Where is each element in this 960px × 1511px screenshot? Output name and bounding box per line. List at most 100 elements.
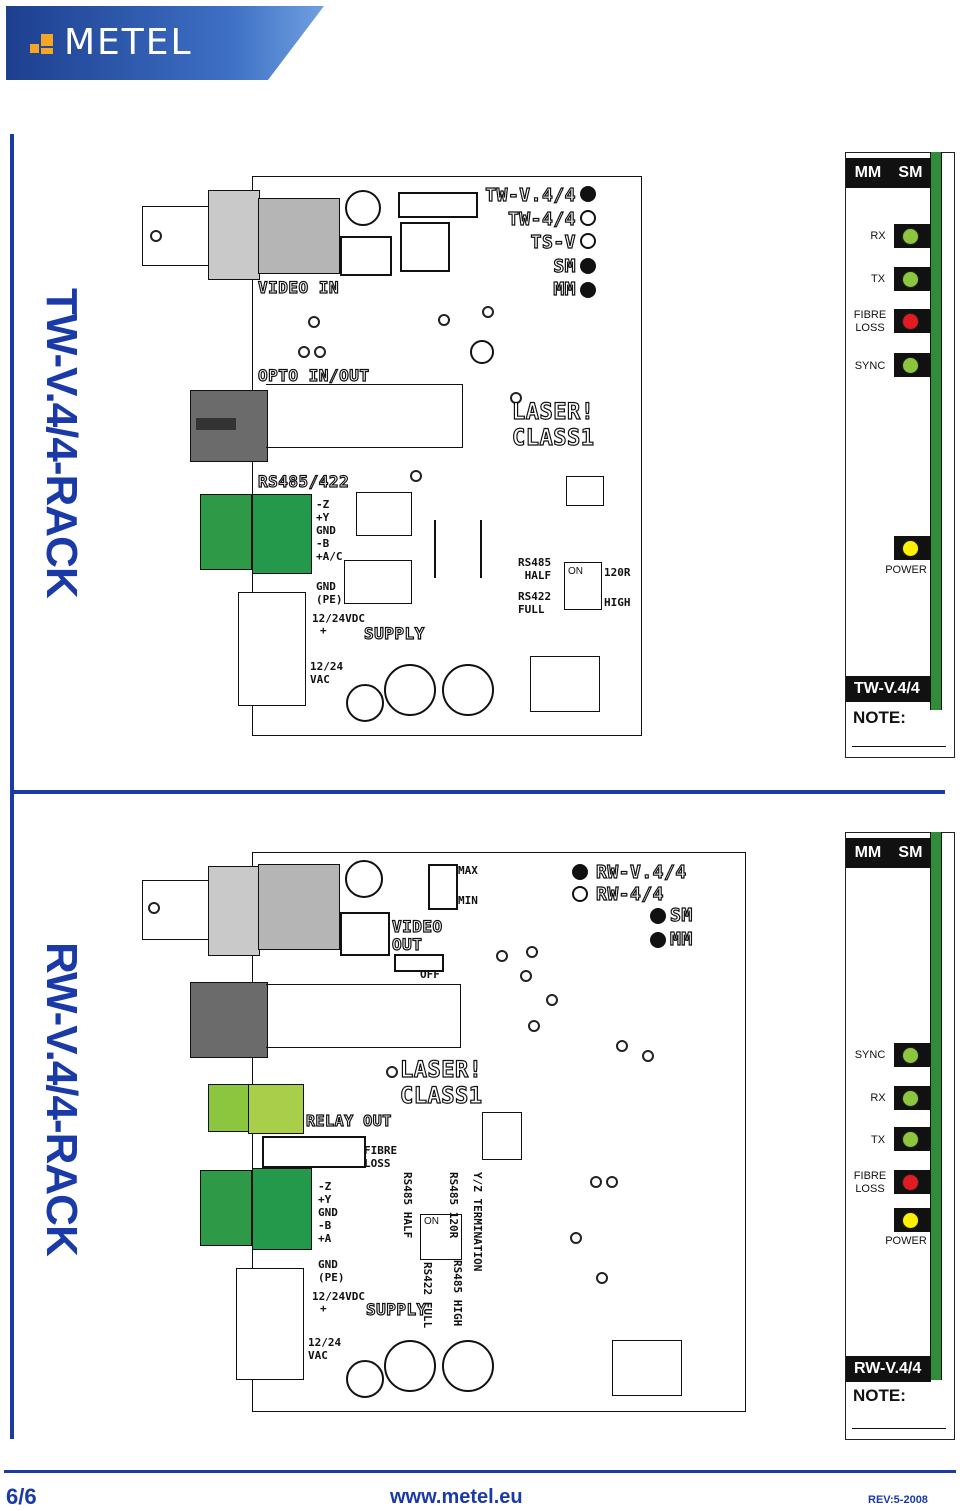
bottom-led-tx: [894, 1127, 930, 1151]
bottom-max: MAX: [458, 864, 478, 877]
variant-label: TS-V: [530, 231, 576, 253]
bottom-min: MIN: [458, 894, 478, 907]
bottom-dip-switch: [420, 1214, 462, 1260]
bottom-variants-smm: SM MM: [669, 904, 693, 952]
pin-label: +Y: [316, 511, 330, 524]
gnd-label: GND: [318, 1258, 338, 1271]
bottom-on: ON: [424, 1216, 439, 1227]
variant-label: RW-4/4: [595, 883, 665, 905]
bottom-plus: +: [320, 1302, 327, 1315]
top-gnd-pe: GND (PE): [316, 580, 343, 606]
top-dot-2: [580, 210, 596, 226]
bottom-panel-green-bar: [930, 832, 942, 1380]
top-capacitor-2: [442, 664, 494, 716]
footer-url[interactable]: www.metel.eu: [390, 1486, 523, 1508]
bottom-capacitor-2: [442, 1340, 494, 1392]
bottom-bnc-shell: [258, 864, 340, 950]
fibre-label: FIBRE: [364, 1144, 398, 1157]
bottom-relay-coil: [262, 1136, 366, 1168]
bottom-rs422-full: RS422 FULL: [421, 1262, 434, 1328]
bottom-dot-3: [650, 908, 666, 924]
bottom-relay-out: RELAY OUT: [305, 1111, 392, 1130]
gnd-label: GND: [316, 580, 336, 593]
section-divider: [10, 790, 945, 794]
footer-page: 6/6: [6, 1484, 37, 1509]
led-indicator: [902, 271, 919, 288]
top-header-strip: [398, 192, 478, 218]
top-bnc-shell: [258, 198, 340, 274]
top-big-circle: [345, 190, 381, 226]
bottom-relay-terminal-body: [248, 1084, 304, 1134]
top-relay2: [400, 222, 450, 272]
bottom-jumper: [394, 954, 444, 972]
top-trimmer-box: [530, 656, 600, 712]
pin-label: +A/C: [316, 550, 343, 563]
top-capacitor-1: [384, 664, 436, 716]
footer-rev: REV:5-2008: [868, 1494, 928, 1506]
bottom-hole-3: [526, 946, 538, 958]
high-label: HIGH: [451, 1299, 464, 1327]
out-label: OUT: [391, 935, 423, 954]
top-dip-switch: [564, 562, 602, 610]
top-dot-5: [580, 282, 596, 298]
bottom-hole-7: [616, 1040, 628, 1052]
bottom-dot-2: [572, 886, 588, 902]
top-ic-2: [344, 560, 412, 604]
bottom-pot: [428, 864, 458, 910]
bottom-capacitor-1: [384, 1340, 436, 1392]
top-bnc-body: [208, 190, 260, 280]
top-rs485-terminal-body: [252, 494, 312, 574]
mm-label: MM: [854, 844, 882, 861]
bottom-dot-4: [650, 932, 666, 948]
variant-label: MM: [669, 928, 693, 950]
pin-label: +Y: [318, 1193, 332, 1206]
top-hole-2: [298, 346, 310, 358]
footer-rule: [4, 1470, 956, 1473]
bottom-fibre-loss: FIBRE LOSS: [364, 1144, 397, 1170]
led-indicator: [902, 357, 919, 374]
bottom-trimmer-box: [612, 1340, 682, 1396]
bottom-rs485-terminal-body: [252, 1168, 312, 1250]
top-led-rx-label: RX: [870, 230, 886, 242]
top-opto-pin: [196, 418, 236, 430]
bottom-gnd-pe: GND (PE): [318, 1258, 345, 1284]
top-hole-1: [308, 316, 320, 328]
logo-text: METEL: [64, 22, 193, 63]
top-hole-6: [510, 392, 522, 404]
bottom-led-power-label: POWER: [885, 1235, 927, 1247]
variant-label: MM: [553, 278, 576, 300]
led-indicator: [902, 1090, 919, 1107]
laser-label: LASER!: [399, 1057, 483, 1083]
bottom-hole-2: [496, 950, 508, 962]
top-hole-3: [314, 346, 326, 358]
top-led-tx-label: TX: [870, 273, 886, 285]
bottom-led-rx: [894, 1086, 930, 1110]
bottom-supply: SUPPLY: [365, 1299, 427, 1319]
top-section-left-border: [10, 134, 14, 794]
pe-label: (PE): [316, 593, 343, 606]
pe-label: (PE): [318, 1271, 345, 1284]
bottom-rs485-half: RS485 HALF: [401, 1172, 414, 1238]
top-resistor-stack: [434, 520, 482, 578]
rs422-label: RS422: [518, 590, 552, 603]
top-120r: 120R: [604, 566, 631, 579]
top-opto-frame: [266, 384, 463, 448]
top-dot-1: [580, 186, 596, 202]
top-supply: SUPPLY: [363, 623, 425, 643]
bottom-led-tx-label: TX: [870, 1134, 886, 1146]
top-led-power-label: POWER: [885, 564, 927, 576]
led-indicator: [902, 1174, 919, 1191]
bottom-pins: -Z +Y GND -B +A: [318, 1180, 338, 1245]
top-led-fibre-loss-label: FIBRE LOSS: [853, 309, 887, 334]
class-label: CLASS1: [511, 425, 595, 451]
rs485-label: RS485: [518, 556, 552, 569]
vac-label: VAC: [308, 1349, 328, 1362]
top-led-sync: [894, 353, 930, 377]
top-dot-4: [580, 258, 596, 274]
led-indicator: [902, 313, 919, 330]
rs485-label: RS485: [451, 1260, 464, 1294]
bottom-title: RW-V.4/4-RACK: [37, 942, 86, 1256]
top-pins: -Z +Y GND -B +A/C: [316, 498, 343, 563]
bottom-rs485-high: RS485 HIGH: [451, 1260, 464, 1326]
bottom-crystal: [482, 1112, 522, 1160]
